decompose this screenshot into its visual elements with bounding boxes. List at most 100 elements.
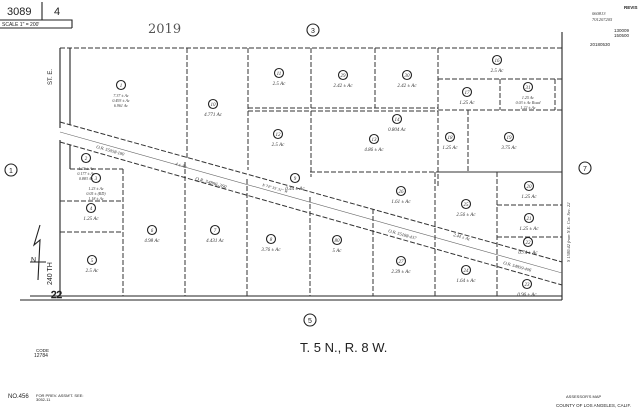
road-doc-3: O.R. 55188-437 <box>388 228 418 241</box>
parcel-number: 23 <box>525 283 531 288</box>
parcel-7[interactable]: 7 4.431 Ac <box>206 224 225 245</box>
parcel-3[interactable]: 31.23 ± Ac0.05 ± (RD)1.18 ± Ac <box>86 172 106 202</box>
parcel-9[interactable]: 9 0.44 ± Ac <box>285 172 305 193</box>
parcel-number: 30 <box>405 74 411 79</box>
parcel-acreage: 0.177 ± Ac <box>77 171 95 176</box>
parcel-29[interactable]: 292.42 ± Ac <box>333 69 353 90</box>
parcel-10[interactable]: 10 4.771 Ac <box>204 98 223 119</box>
adjacent-page-top[interactable]: 3 <box>306 23 320 37</box>
parcel-number: 27 <box>399 260 405 265</box>
parcel-number: 29 <box>341 74 347 79</box>
book-number: 3089 <box>7 6 31 18</box>
parcel-24[interactable]: 241.64 ± Ac <box>456 264 476 285</box>
parcel-16[interactable]: 162.5 Ac <box>491 54 504 75</box>
scale-label: SCALE 1" = 200' <box>2 22 39 28</box>
parcel-12[interactable]: 12 2.5 Ac <box>272 128 285 149</box>
revision-0: 060813 <box>592 11 606 16</box>
revision-1: 701207205 <box>592 17 613 22</box>
road-area-1: 4 ± Ac <box>175 161 188 169</box>
parcel-2[interactable]: 21.23 ± Ac0.177 ± Ac0.883 Ac <box>77 152 95 182</box>
parcel-14[interactable]: 140.804 Ac <box>388 113 407 134</box>
svg-text:N: N <box>31 257 36 264</box>
parcel-number: 3 <box>95 177 98 182</box>
parcel-number: 31 <box>526 86 531 91</box>
parcel-8[interactable]: 83.76 ± Ac <box>261 233 281 254</box>
assessor-map-label: ASSESSOR'S MAP <box>566 394 602 399</box>
parcel-18[interactable]: 18 1.25 Ac <box>442 131 458 152</box>
parcel-number: 9 <box>294 177 297 182</box>
adjacent-page-left[interactable]: 1 <box>4 163 18 177</box>
parcel-80[interactable]: 805 Ac <box>331 234 343 255</box>
parcel-acreage: 3.75 Ac <box>501 146 517 151</box>
parcel-23[interactable]: 230.96 ± Ac <box>517 278 537 299</box>
parcel-acreage: 3.76 ± Ac <box>261 248 281 253</box>
map-book-box: 3089 4 SCALE 1" = 200' <box>0 2 73 29</box>
parcel-number-circle <box>391 113 403 125</box>
parcel-acreage: 1.23 ± Ac <box>78 166 94 171</box>
parcel-number-circle <box>86 254 98 266</box>
parcel-number: 7 <box>214 229 217 234</box>
parcel-acreage: 4.771 Ac <box>204 113 222 118</box>
parcel-number-circle <box>491 54 503 66</box>
parcel-acreage: 0.74 ± Ac <box>518 251 538 256</box>
parcel-acreage: 1.22 ± Ac <box>520 105 536 110</box>
parcel-number-circle <box>146 224 158 236</box>
parcel-acreage: 4.431 Ac <box>206 239 224 244</box>
adjacent-page-bottom[interactable]: 5 <box>303 313 317 327</box>
parcel-number-circle <box>272 128 284 140</box>
parcel-number-circle <box>337 69 349 81</box>
parcel-20[interactable]: 201.25 Ac <box>521 180 537 201</box>
parcel-acreage: 1.25 Ac <box>442 146 458 151</box>
parcel-number-circle <box>265 233 277 245</box>
parcel-number: 2 <box>85 157 88 162</box>
parcel-21[interactable]: 211.25 ± Ac <box>519 212 539 233</box>
street-240th: 240 TH <box>47 262 54 285</box>
parcel-number-circle <box>503 131 515 143</box>
parcel-19[interactable]: 193.75 Ac <box>501 131 517 152</box>
parcel-acreage: 0.44 ± Ac <box>285 187 305 192</box>
parcel-13[interactable]: 134.86 ± Ac <box>364 133 384 154</box>
parcel-11[interactable]: 112.5 Ac <box>273 67 286 88</box>
parcel-number-circle <box>460 264 472 276</box>
adjacent-page-right[interactable]: 7 <box>578 161 592 175</box>
parcel-1[interactable]: 17.37 ± Ac0.493 ± Ac6.961 Ac <box>112 79 130 109</box>
code-label: CODE <box>36 348 49 353</box>
parcel-27[interactable]: 272.39 ± Ac <box>391 255 411 276</box>
parcel-acreage: 2.5 Ac <box>272 143 285 148</box>
parcel-acreage: 4.86 ± Ac <box>364 148 384 153</box>
parcel-5[interactable]: 52.5 Ac <box>86 254 99 275</box>
parcel-acreage: 1.18 ± Ac <box>88 196 104 201</box>
parcel-acreage: 2.5 Ac <box>491 69 504 74</box>
parcel-25[interactable]: 252.56 ± Ac <box>456 198 476 219</box>
parcel-acreage: 4.98 Ac <box>144 239 160 244</box>
parcel-number-circle <box>444 131 456 143</box>
parcel-acreage: 2.5 Ac <box>273 82 286 87</box>
parcel-6[interactable]: 64.98 Ac <box>144 224 160 245</box>
street-st-e: ST. E. <box>48 69 54 85</box>
parcel-number: 18 <box>448 136 454 141</box>
page-number: 4 <box>54 6 60 18</box>
parcel-number: 14 <box>395 118 401 123</box>
parcel-number: 10 <box>211 103 217 108</box>
parcel-acreage: 1.25 Ac <box>83 217 99 222</box>
county-label: COUNTY OF LOS ANGELES, CALIF. <box>556 403 631 408</box>
parcel-number-circle <box>209 224 221 236</box>
parcel-number: 17 <box>465 91 471 96</box>
parcel-number-circle <box>395 185 407 197</box>
parcel-4[interactable]: 4 1.25 Ac <box>83 202 99 223</box>
road-doc-4: O.R. 54859-406 <box>503 260 533 273</box>
parcel-26[interactable]: 261.61 ± Ac <box>391 185 411 206</box>
parcel-17[interactable]: 171.25 Ac <box>459 86 475 107</box>
parcel-number: 12 <box>276 133 282 138</box>
parcel-number-circle <box>523 212 535 224</box>
parcel-number: 20 <box>527 185 533 190</box>
parcel-22[interactable]: 220.74 ± Ac <box>518 236 538 257</box>
parcel-30[interactable]: 302.42 ± Ac <box>397 69 417 90</box>
parcel-number: 5 <box>91 259 94 264</box>
section-corner-tie: S 1500.42 from N.E. Cor. Sec. 22 <box>566 202 571 262</box>
parcel-acreage: 1.25 Ac <box>522 95 534 100</box>
parcel-number-circle <box>395 255 407 267</box>
parcel-number: 4 <box>90 207 93 212</box>
parcel-number: 21 <box>527 217 532 222</box>
